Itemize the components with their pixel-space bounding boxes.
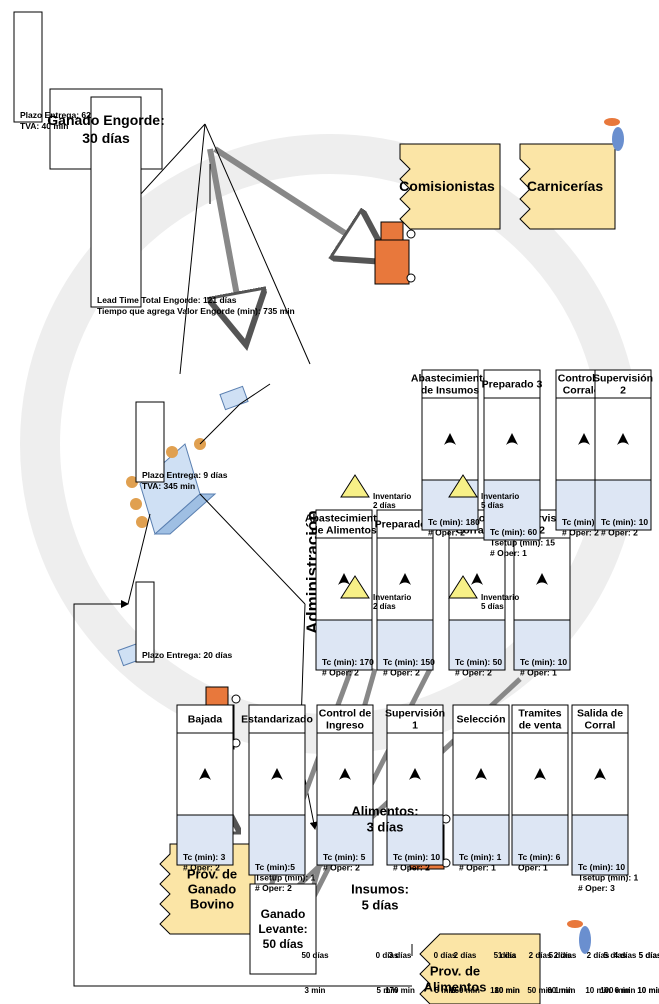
customer-carnicerias-text: Carnicerías <box>527 178 603 194</box>
summary-supply: Plazo Entrega: 20 días <box>136 582 232 662</box>
document-icon <box>220 386 248 409</box>
supply-process-1-title: Abastecimientode Insumos <box>411 373 489 397</box>
timeline-supply-min: 180 min <box>490 986 520 995</box>
customer-comisionistas-text: Comisionistas <box>399 178 495 194</box>
timeline-supply-day: 5 días <box>494 951 517 960</box>
person-icon <box>567 920 591 954</box>
main-process-6: Tramitesde ventaTc (min): 6Oper: 1 <box>512 705 568 873</box>
timeline-supply-day: 5 días <box>604 951 627 960</box>
main-process-2-title: Estandarizado <box>241 714 313 726</box>
main-process-7-params: Tc (min): 10Tsetup (min): 1# Oper: 3 <box>578 862 639 893</box>
timeline-supply-min: 10 min <box>637 986 659 995</box>
timeline-supply-day: 5 días <box>639 951 659 960</box>
truck-icon <box>375 222 415 284</box>
supplier-alimentos-text: Prov. deAlimentos <box>424 964 487 995</box>
timeline-food-min: 170 min <box>385 986 415 995</box>
timeline-food-day: 2 días <box>454 951 477 960</box>
timeline-supply-min: 100 min <box>600 986 630 995</box>
timeline-main-min: 3 min <box>305 986 326 995</box>
main-process-1-title: Bajada <box>188 714 223 726</box>
supply-process-4: Supervisión2Tc (min): 10# Oper: 2 <box>593 370 653 538</box>
note-insumos-text: Insumos:5 días <box>351 882 409 913</box>
timeline-supply-day: 5 días <box>549 951 572 960</box>
timeline-supply-min: 60 min <box>547 986 572 995</box>
summary-supply-text: Plazo Entrega: 20 días <box>142 650 232 660</box>
main-process-5: Selección Tc (min): 1# Oper: 1 <box>453 705 509 873</box>
main-process-3-params: Tc (min): 5# Oper: 2 <box>323 852 366 873</box>
main-process-7: Salida deCorralTc (min): 10Tsetup (min):… <box>572 705 639 893</box>
timeline-main-day: 50 días <box>301 951 329 960</box>
timeline-food-day: 3 días <box>389 951 412 960</box>
main-process-5-title: Selección <box>456 714 505 726</box>
main-process-5-params: Tc (min): 1# Oper: 1 <box>459 852 502 873</box>
supply-process-2-title: Preparado 3 <box>482 379 543 391</box>
